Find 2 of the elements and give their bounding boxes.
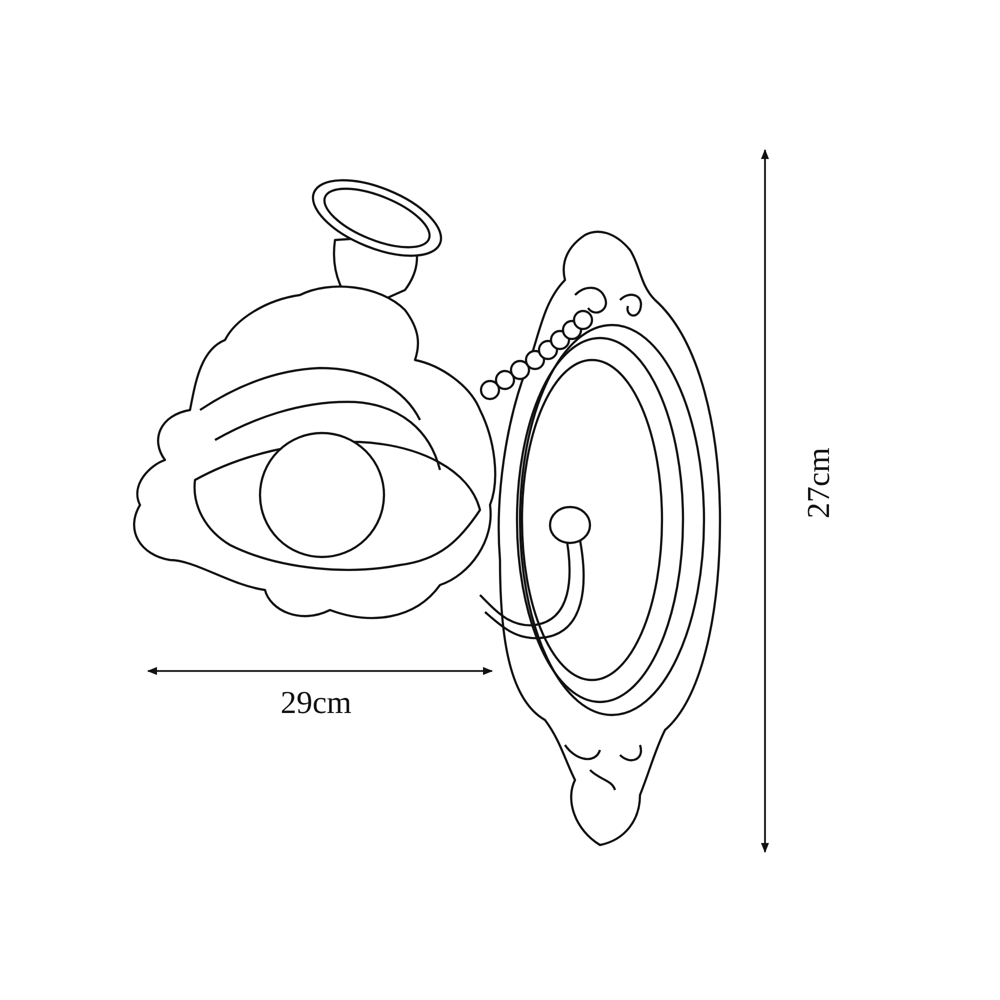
dimension-label: 29cm <box>280 686 352 718</box>
dimension-label: 27cm <box>802 447 834 519</box>
